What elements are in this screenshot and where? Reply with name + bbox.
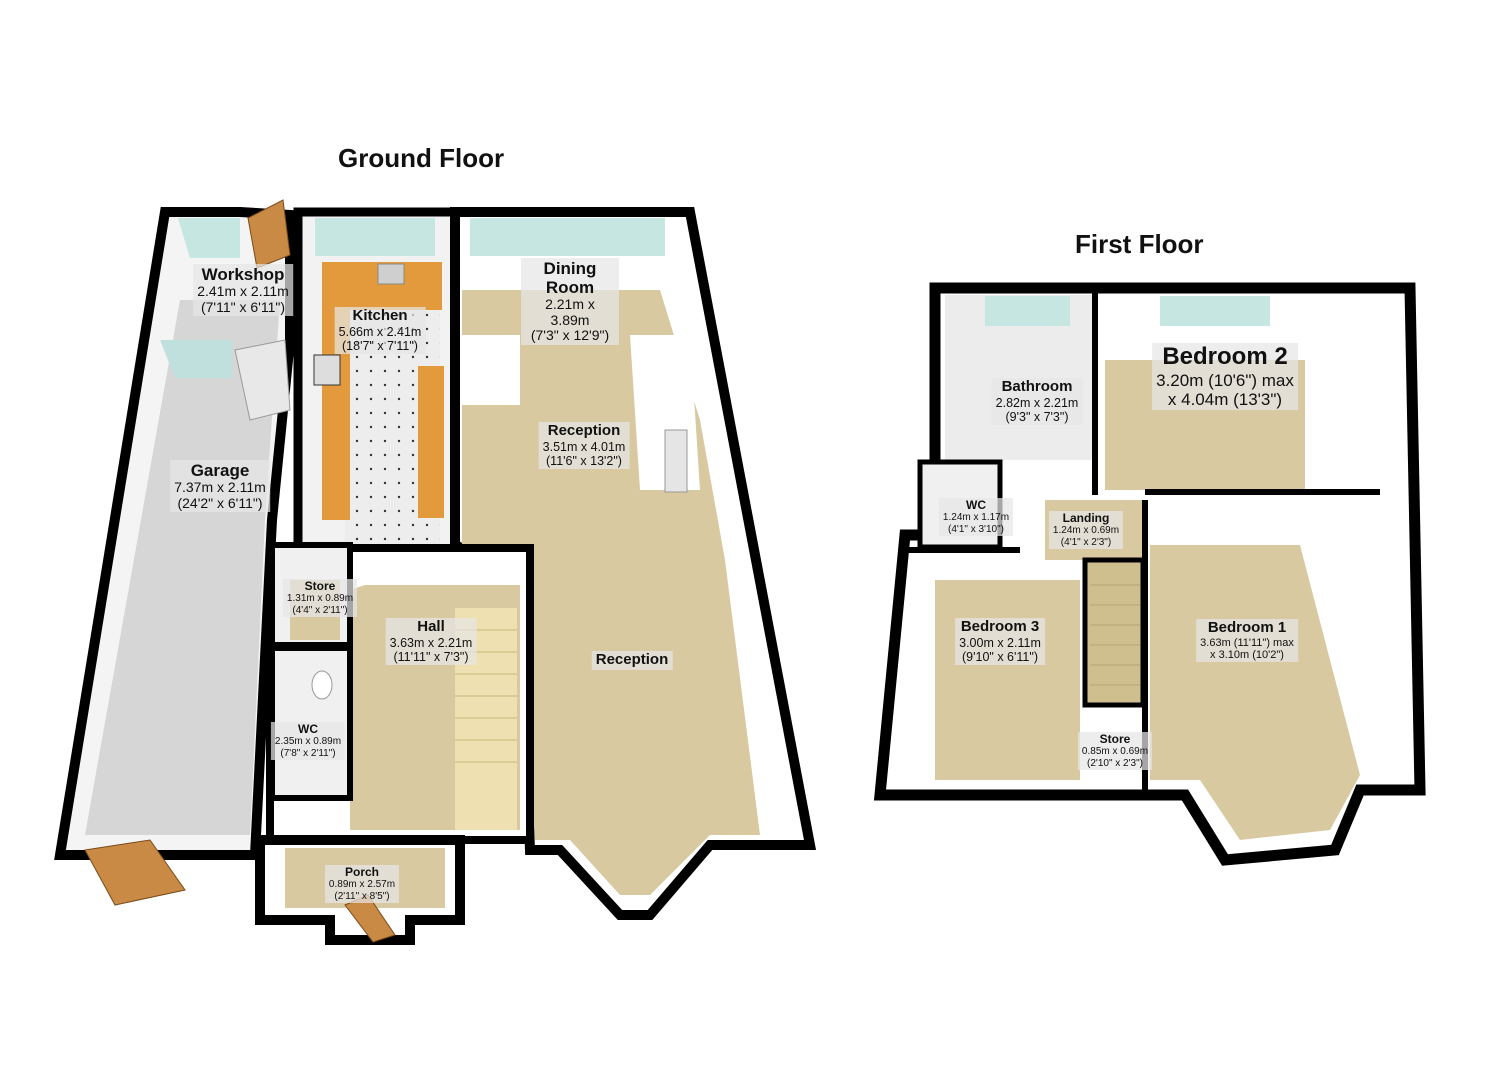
room-label-ground-store: Store 1.31m x 0.89m (4'4" x 2'11") bbox=[282, 579, 358, 617]
ground-floor-plan bbox=[54, 199, 817, 945]
room-dim-metric: 2.35m x 0.89m bbox=[274, 736, 342, 748]
room-dim-imperial: (7'3" x 12'9") bbox=[530, 327, 610, 344]
room-label-kitchen: Kitchen 5.66m x 2.41m (18'7" x 7'11") bbox=[334, 307, 426, 354]
room-label-ground-wc: WC 2.35m x 0.89m (7'8" x 2'11") bbox=[270, 722, 346, 760]
room-name: Bedroom 2 bbox=[1162, 343, 1288, 370]
ground-wc-toilet bbox=[311, 670, 333, 700]
room-dim-metric: 7.37m x 2.11m bbox=[174, 479, 266, 496]
room-name: Hall bbox=[417, 618, 445, 635]
room-label-first-store: Store 0.85m x 0.69m (2'10" x 2'3") bbox=[1077, 732, 1153, 770]
garage-floor bbox=[85, 300, 280, 835]
fireplace bbox=[664, 429, 688, 493]
room-label-porch: Porch 0.89m x 2.57m (2'11" x 8'5") bbox=[324, 865, 400, 903]
room-name: Dining Room bbox=[543, 259, 597, 298]
room-label-bathroom: Bathroom 2.82m x 2.21m (9'3" x 7'3") bbox=[991, 378, 1083, 425]
kitchen-window bbox=[315, 218, 435, 256]
dining-window bbox=[470, 218, 665, 256]
room-label-reception-front: Reception bbox=[591, 651, 673, 670]
room-name: WC bbox=[966, 498, 986, 512]
kitchen-worktop bbox=[322, 262, 442, 520]
room-name: Reception bbox=[547, 422, 621, 439]
room-name: Store bbox=[304, 579, 336, 593]
room-dim-metric: 1.24m x 1.17m bbox=[942, 512, 1010, 524]
room-dim-imperial: (18'7" x 7'11") bbox=[342, 338, 418, 353]
room-dim-metric: 3.63m x 2.21m bbox=[389, 635, 473, 650]
room-dim-metric: 3.20m (10'6") max bbox=[1156, 370, 1294, 390]
ground-floor-title: Ground Floor bbox=[338, 143, 505, 173]
room-dim-imperial: x 4.04m (13'3") bbox=[1167, 389, 1283, 409]
room-dim-metric: 3.51m x 4.01m bbox=[542, 439, 626, 454]
room-name: Porch bbox=[344, 865, 379, 879]
room-dim-imperial: (11'11" x 7'3") bbox=[393, 649, 469, 664]
room-dim-metric: 2.21m x 3.89m bbox=[545, 296, 595, 328]
stair-treads bbox=[1090, 584, 1140, 686]
workshop-window bbox=[178, 218, 240, 258]
garage-divider-glass bbox=[160, 340, 232, 378]
room-label-bedroom-2: Bedroom 2 3.20m (10'6") max x 4.04m (13'… bbox=[1152, 343, 1298, 410]
room-dim-metric: 0.85m x 0.69m bbox=[1081, 746, 1149, 758]
room-dim-metric: 1.24m x 0.69m bbox=[1052, 525, 1120, 537]
room-name: Kitchen bbox=[352, 307, 408, 324]
room-name: Reception bbox=[595, 651, 669, 668]
room-dim-metric: 2.82m x 2.21m bbox=[995, 395, 1079, 410]
room-dim-imperial: (9'3" x 7'3") bbox=[1005, 409, 1069, 424]
kitchen-hob bbox=[313, 354, 341, 386]
room-name: Bathroom bbox=[1001, 378, 1073, 395]
room-name: Landing bbox=[1062, 511, 1110, 525]
garage-main-door bbox=[84, 839, 186, 906]
room-dim-imperial: (7'8" x 2'11") bbox=[280, 747, 336, 759]
first-floor-title: First Floor bbox=[1075, 229, 1204, 259]
room-dim-metric: 1.31m x 0.89m bbox=[286, 593, 354, 605]
room-name: Store bbox=[1099, 732, 1131, 746]
first-floor-plan bbox=[873, 282, 1426, 866]
room-dim-metric: 3.63m (11'11") max bbox=[1200, 636, 1294, 649]
room-label-landing: Landing 1.24m x 0.69m (4'1" x 2'3") bbox=[1048, 511, 1124, 549]
room-label-workshop: Workshop 2.41m x 2.11m (7'11" x 6'11") bbox=[193, 264, 293, 317]
room-dim-imperial: (24'2" x 6'11") bbox=[177, 494, 263, 511]
room-dim-metric: 3.00m x 2.11m bbox=[959, 635, 1041, 650]
kitchen-sink bbox=[377, 263, 405, 285]
room-label-bedroom-3: Bedroom 3 3.00m x 2.11m (9'10" x 6'11") bbox=[955, 618, 1045, 665]
workshop-door bbox=[247, 199, 291, 269]
room-dim-imperial: (7'11" x 6'11") bbox=[200, 298, 286, 315]
reception-chimney-left bbox=[462, 335, 520, 405]
room-name: WC bbox=[298, 722, 318, 736]
room-dim-imperial: (2'10" x 2'3") bbox=[1087, 757, 1143, 769]
room-label-reception: Reception 3.51m x 4.01m (11'6" x 13'2") bbox=[538, 422, 630, 469]
room-dim-imperial: (2'11" x 8'5") bbox=[334, 890, 390, 902]
room-name: Garage bbox=[190, 461, 250, 480]
bedroom2-window bbox=[1160, 296, 1270, 326]
kitchen-worktop-right bbox=[418, 366, 444, 518]
room-name: Bedroom 3 bbox=[960, 618, 1040, 635]
room-label-hall: Hall 3.63m x 2.21m (11'11" x 7'3") bbox=[385, 618, 477, 665]
room-name: Workshop bbox=[201, 265, 285, 284]
room-dim-imperial: (4'1" x 2'3") bbox=[1060, 536, 1112, 548]
garage-internal-door bbox=[234, 339, 291, 421]
room-dim-metric: 2.41m x 2.11m bbox=[197, 283, 289, 300]
room-label-dining-room: Dining Room 2.21m x 3.89m (7'3" x 12'9") bbox=[521, 258, 619, 346]
room-dim-imperial: x 3.10m (10'2") bbox=[1210, 649, 1284, 662]
room-name: Bedroom 1 bbox=[1207, 619, 1287, 636]
room-dim-metric: 5.66m x 2.41m bbox=[338, 324, 422, 339]
hall-stairs bbox=[455, 608, 517, 830]
room-dim-imperial: (4'4" x 2'11") bbox=[292, 604, 348, 616]
room-dim-metric: 0.89m x 2.57m bbox=[328, 879, 396, 891]
room-dim-imperial: (4'1" x 3'10") bbox=[948, 523, 1004, 535]
bedroom3-floor bbox=[935, 580, 1080, 780]
room-label-bedroom-1: Bedroom 1 3.63m (11'11") max x 3.10m (10… bbox=[1196, 619, 1298, 663]
bathroom-window bbox=[985, 296, 1070, 326]
room-label-garage: Garage 7.37m x 2.11m (24'2" x 6'11") bbox=[170, 460, 270, 513]
room-dim-imperial: (11'6" x 13'2") bbox=[546, 453, 622, 468]
room-dim-imperial: (9'10" x 6'11") bbox=[962, 649, 1038, 664]
first-floor-stairs bbox=[1082, 557, 1146, 708]
room-label-first-wc: WC 1.24m x 1.17m (4'1" x 3'10") bbox=[938, 498, 1014, 536]
bedroom1-floor bbox=[1150, 545, 1360, 840]
